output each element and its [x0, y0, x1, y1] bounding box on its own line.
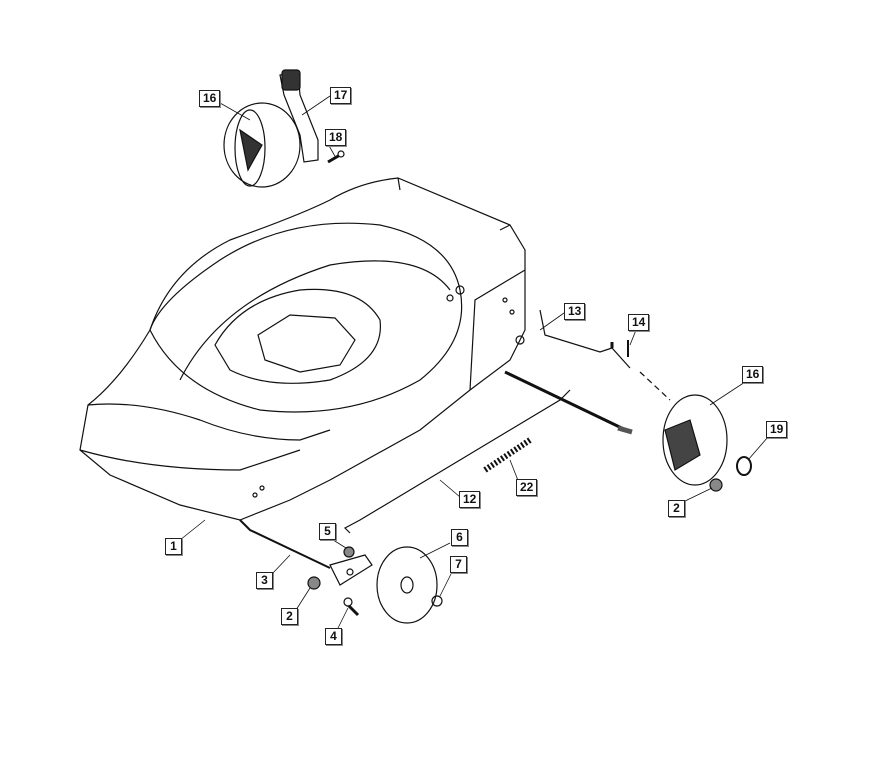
wheel-6: [376, 546, 438, 624]
rear-wheel-cover-right: [662, 394, 728, 486]
callout-7: 7: [450, 556, 467, 573]
callout-1: 1: [165, 538, 182, 555]
callout-12: 12: [459, 491, 481, 508]
callout-16: 16: [742, 366, 764, 383]
bolt-4: [343, 597, 360, 617]
height-adjust-rod: [344, 389, 571, 534]
callout-6: 6: [451, 529, 468, 546]
bushing-19: [736, 456, 752, 476]
leader-lines: [179, 95, 769, 629]
callout-22: 22: [516, 479, 538, 496]
callout-19: 19: [766, 421, 788, 438]
washer-7: [431, 595, 443, 607]
spring-22: [483, 437, 532, 473]
mower-deck: [79, 177, 526, 521]
nut-2-right: [709, 478, 723, 492]
callout-2: 2: [668, 500, 685, 517]
callout-5: 5: [319, 523, 336, 540]
callout-2: 2: [281, 608, 298, 625]
callout-3: 3: [256, 572, 273, 589]
nut-5: [343, 546, 355, 558]
axle-bracket: [329, 554, 373, 586]
callout-18: 18: [325, 129, 347, 146]
screw-18: [327, 150, 345, 164]
rear-axle: [539, 309, 671, 401]
rear-wheel-cover-top: [223, 102, 301, 188]
callout-14: 14: [628, 314, 650, 331]
callout-4: 4: [325, 628, 342, 645]
rear-flap-bracket: [279, 69, 319, 163]
front-axle-rod: [504, 370, 633, 435]
callout-16: 16: [199, 90, 221, 107]
callout-13: 13: [564, 303, 586, 320]
washer-2-left: [307, 576, 321, 590]
front-axle: [239, 519, 331, 569]
callout-17: 17: [330, 87, 352, 104]
